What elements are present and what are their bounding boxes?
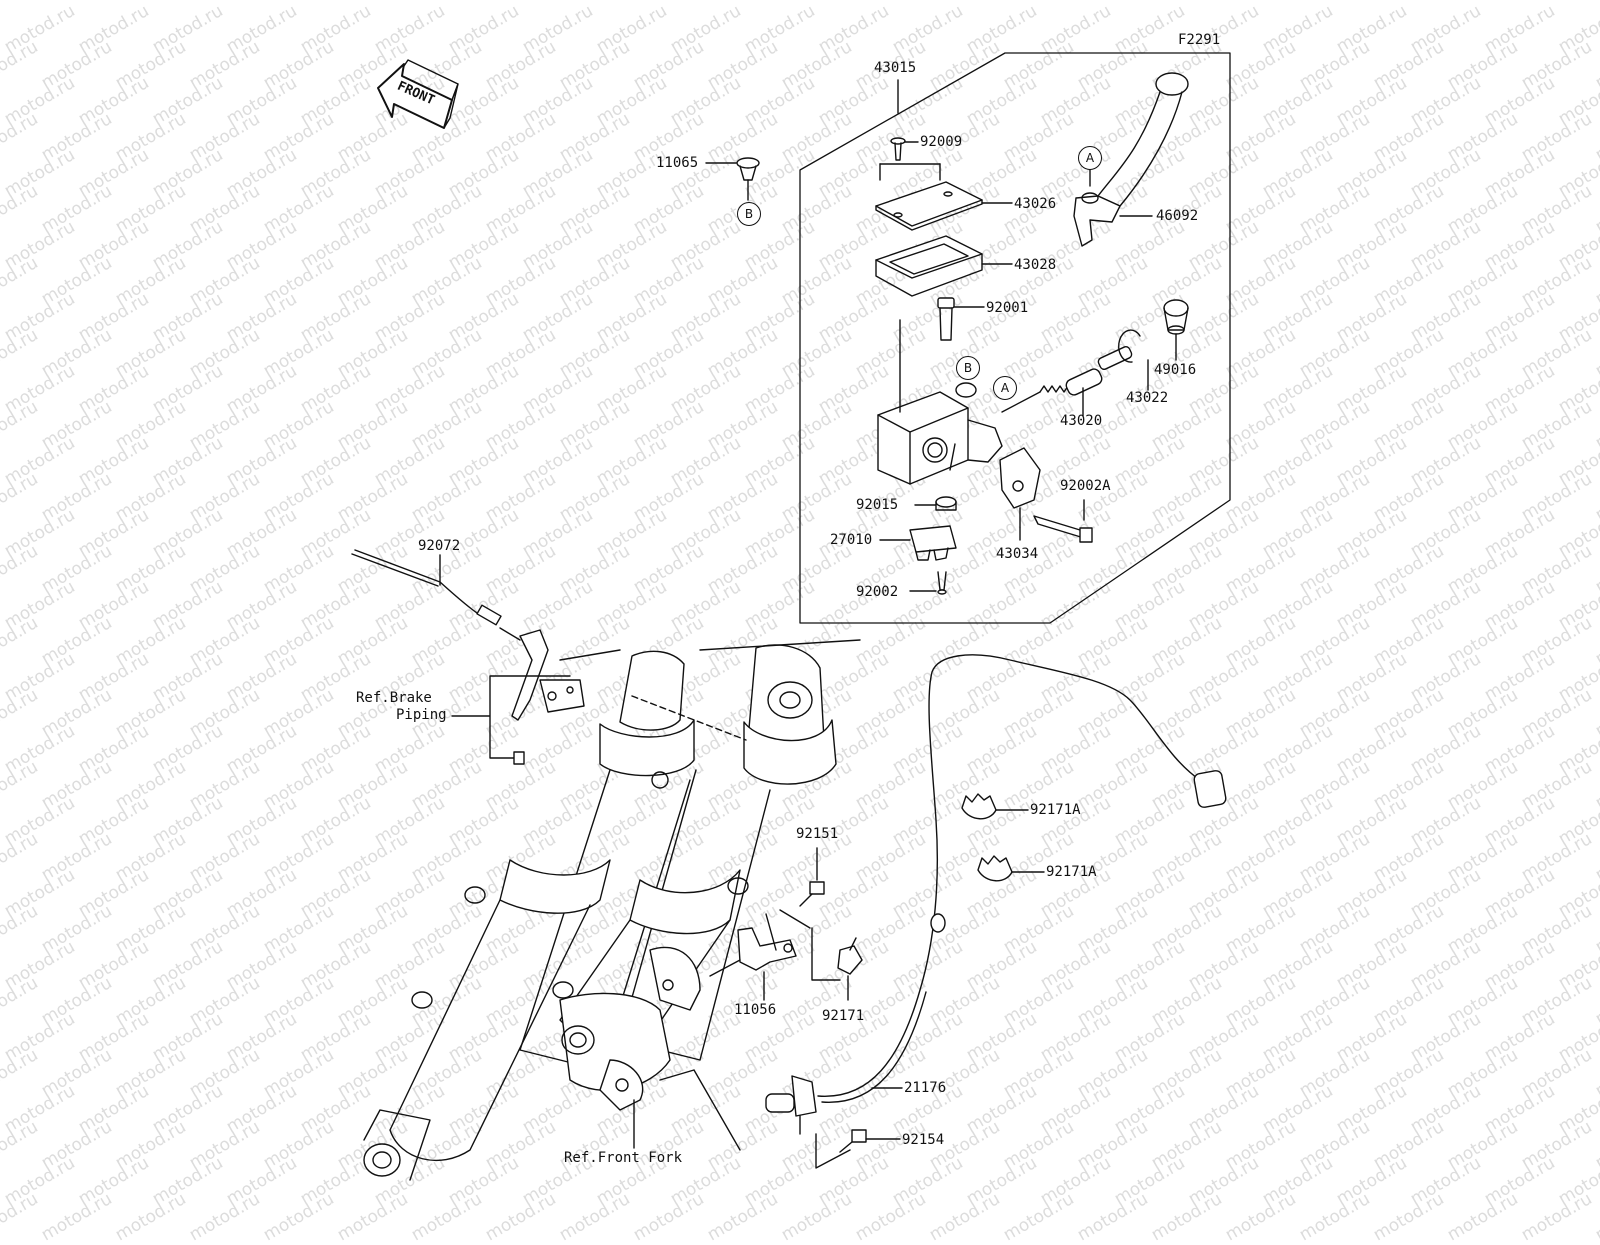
part-label-43020: 43020 (1060, 413, 1103, 429)
ref-brake-piping-line2: Piping (396, 707, 447, 723)
part-label-92171A-upper: 92171A (1030, 802, 1081, 818)
part-label-43022: 43022 (1126, 390, 1169, 406)
nut-92015-icon (935, 496, 957, 511)
cover-plate-43026-icon (875, 181, 983, 231)
callout-a-body: A (993, 376, 1017, 400)
part-label-92151: 92151 (796, 826, 839, 842)
bolt-92154-icon (839, 1129, 867, 1153)
bolt-small-icon (513, 751, 525, 765)
part-label-11056: 11056 (734, 1002, 777, 1018)
bracket-11056-icon (737, 927, 797, 971)
clip-92171A-lower-icon (977, 855, 1013, 882)
callout-b-cap: B (737, 202, 761, 226)
screw-92009-icon (890, 137, 906, 161)
part-label-92002A: 92002A (1060, 478, 1111, 494)
parts-diagram (351, 52, 1231, 1181)
bolt-92151-icon (799, 881, 825, 907)
part-label-92002: 92002 (856, 584, 899, 600)
part-label-43034: 43034 (996, 546, 1039, 562)
brake-lever-46092-icon (1073, 72, 1189, 247)
circlip-43022-icon (1117, 329, 1141, 363)
sensor-cable-21176-icon (765, 654, 1227, 1135)
part-label-46092: 46092 (1156, 208, 1199, 224)
master-cylinder-body-icon (877, 382, 1003, 485)
callout-b-body: B (956, 356, 980, 380)
part-label-21176: 21176 (904, 1080, 947, 1096)
ref-front-fork: Ref.Front Fork (564, 1150, 683, 1166)
part-label-11065: 11065 (656, 155, 699, 171)
part-label-92171: 92171 (822, 1008, 865, 1024)
brake-hose-92072-icon (351, 549, 521, 641)
clamp-43034-icon (999, 447, 1041, 509)
part-label-49016: 49016 (1154, 362, 1197, 378)
part-label-92009: 92009 (920, 134, 963, 150)
part-label-92171A-lower: 92171A (1046, 864, 1097, 880)
part-label-43015: 43015 (874, 60, 917, 76)
part-label-43026: 43026 (1014, 196, 1057, 212)
figure-code: F2291 (1178, 32, 1221, 48)
part-label-43028: 43028 (1014, 257, 1057, 273)
front-fork-icon (363, 639, 861, 1181)
diaphragm-43028-icon (875, 235, 983, 297)
screw-92002-icon (937, 571, 947, 595)
ref-brake-piping-line1: Ref.Brake (356, 690, 432, 706)
hose-bracket-icon (511, 629, 585, 721)
bolt-92002A-icon (1033, 515, 1093, 543)
clip-92171-icon (837, 937, 863, 975)
bolt-92001-icon (937, 297, 955, 341)
boot-49016-icon (1163, 299, 1189, 335)
front-arrow-icon (377, 59, 459, 129)
assembly-box (799, 52, 1231, 624)
part-label-27010: 27010 (830, 532, 873, 548)
part-label-92015: 92015 (856, 497, 899, 513)
part-label-92072: 92072 (418, 538, 461, 554)
callout-a-lever: A (1078, 146, 1102, 170)
clip-92171A-upper-icon (961, 793, 997, 820)
part-label-92154: 92154 (902, 1132, 945, 1148)
brake-switch-27010-icon (909, 525, 957, 561)
part-label-92001: 92001 (986, 300, 1029, 316)
cap-11065-icon (736, 157, 760, 181)
piston-43020-icon (1039, 345, 1133, 396)
